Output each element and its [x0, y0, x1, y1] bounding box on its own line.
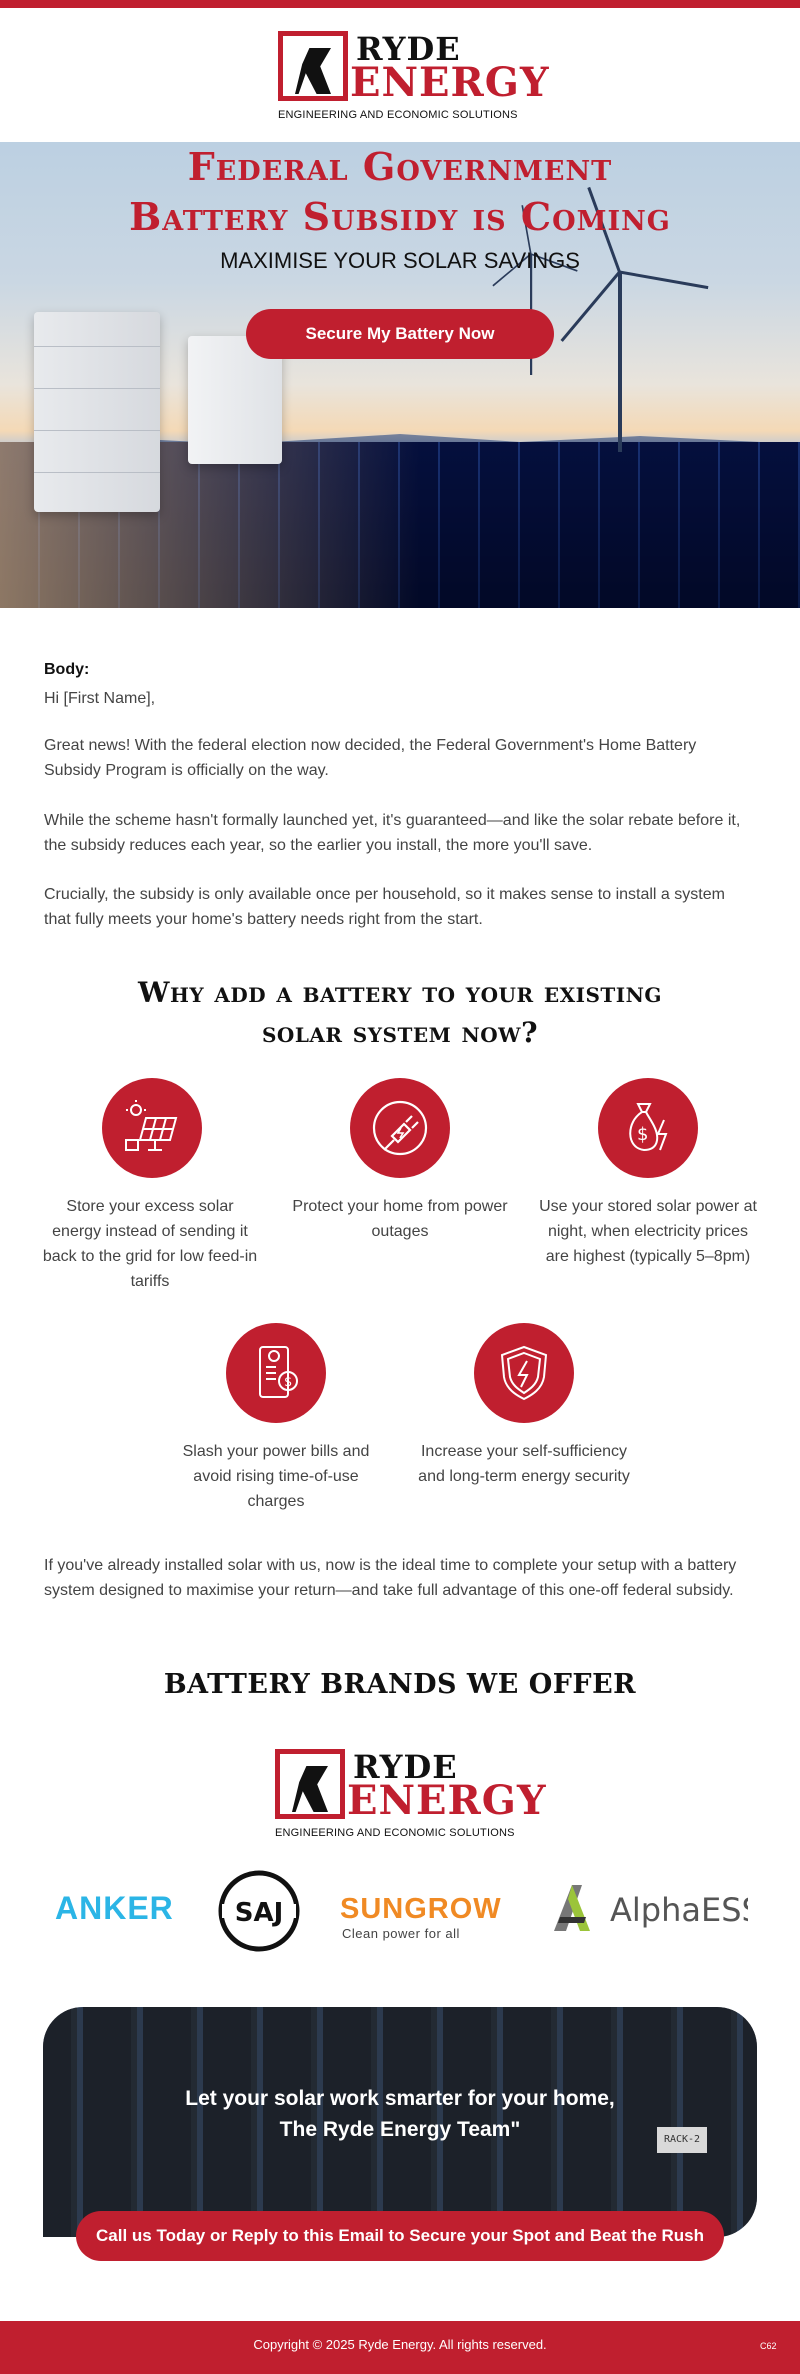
rack-label: RACK-2	[657, 2127, 707, 2153]
plug-icon	[350, 1078, 450, 1178]
logo-tagline: ENGINEERING AND ECONOMIC SOLUTIONS	[278, 109, 518, 121]
shield-lightning-icon	[474, 1323, 574, 1423]
logo-tagline: ENGINEERING AND ECONOMIC SOLUTIONS	[275, 1827, 515, 1839]
logo-name-line1: RYDE	[356, 30, 461, 68]
logo-name-line2: ENERGY	[347, 1777, 547, 1824]
home-battery-image	[34, 312, 160, 512]
greeting: Hi [First Name],	[44, 690, 156, 707]
footer	[0, 2321, 800, 2374]
logo-mark-icon	[278, 31, 348, 101]
paragraph-1: Great news! With the federal election no…	[44, 737, 697, 779]
money-bag-lightning-icon: $	[598, 1078, 698, 1178]
sungrow-logo: SUNGROW	[340, 1893, 502, 1925]
header-logo[interactable]: RYDE ENERGY ENGINEERING AND ECONOMIC SOL…	[278, 30, 549, 123]
feature-text: Use your stored solar power at night, wh…	[539, 1198, 757, 1265]
bill-icon: $	[226, 1323, 326, 1423]
alphaess-logo: AlphaESS	[548, 1881, 762, 1937]
alphaess-logo-text: AlphaESS	[610, 1891, 748, 1929]
logo-name-line1: RYDE	[353, 1748, 458, 1786]
why-battery-title: Why add a battery to your existing solar…	[138, 976, 662, 1049]
feature-text: Store your excess solar energy instead o…	[42, 1198, 258, 1290]
paragraph-4: If you've already installed solar with u…	[44, 1557, 737, 1599]
hero-title: Federal Government Battery Subsidy is Co…	[129, 144, 671, 239]
footer-copyright: Copyright © 2025 Ryde Energy. All rights…	[253, 2337, 547, 2352]
top-stripe	[0, 0, 800, 8]
saj-logo: SAJ	[216, 1868, 302, 1954]
hero-banner	[0, 142, 800, 608]
footer-code: C62	[760, 2341, 777, 2351]
paragraph-3: Crucially, the subsidy is only available…	[44, 886, 725, 928]
svg-text:$: $	[637, 1124, 648, 1145]
brands-logo[interactable]: RYDE ENERGY ENGINEERING AND ECONOMIC SOL…	[275, 1748, 546, 1841]
body-label: Body:	[44, 661, 90, 678]
brands-title: BATTERY BRANDS WE OFFER	[163, 1669, 637, 1700]
anker-logo: ANKER	[55, 1890, 174, 1926]
feature-text: Slash your power bills and avoid rising …	[182, 1443, 370, 1510]
feature-text: Increase your self-sufficiency and long-…	[418, 1443, 630, 1485]
closing-message: Let your solar work smarter for your hom…	[185, 2087, 615, 2141]
svg-text:$: $	[284, 1375, 292, 1390]
sungrow-tagline: Clean power for all	[342, 1926, 460, 1941]
saj-logo-text: SAJ	[235, 1898, 284, 1928]
paragraph-2: While the scheme hasn't formally launche…	[44, 812, 741, 854]
call-us-button[interactable]: Call us Today or Reply to this Email to …	[76, 2211, 724, 2261]
logo-mark-icon	[275, 1749, 345, 1819]
feature-text: Protect your home from power outages	[292, 1198, 508, 1240]
logo-name-line2: ENERGY	[350, 59, 550, 106]
secure-battery-button[interactable]: Secure My Battery Now	[246, 309, 554, 359]
solar-panel-icon	[102, 1078, 202, 1178]
hero-subtitle: MAXIMISE YOUR SOLAR SAVINGS	[220, 248, 580, 273]
closing-banner: RACK-2	[43, 2007, 757, 2237]
